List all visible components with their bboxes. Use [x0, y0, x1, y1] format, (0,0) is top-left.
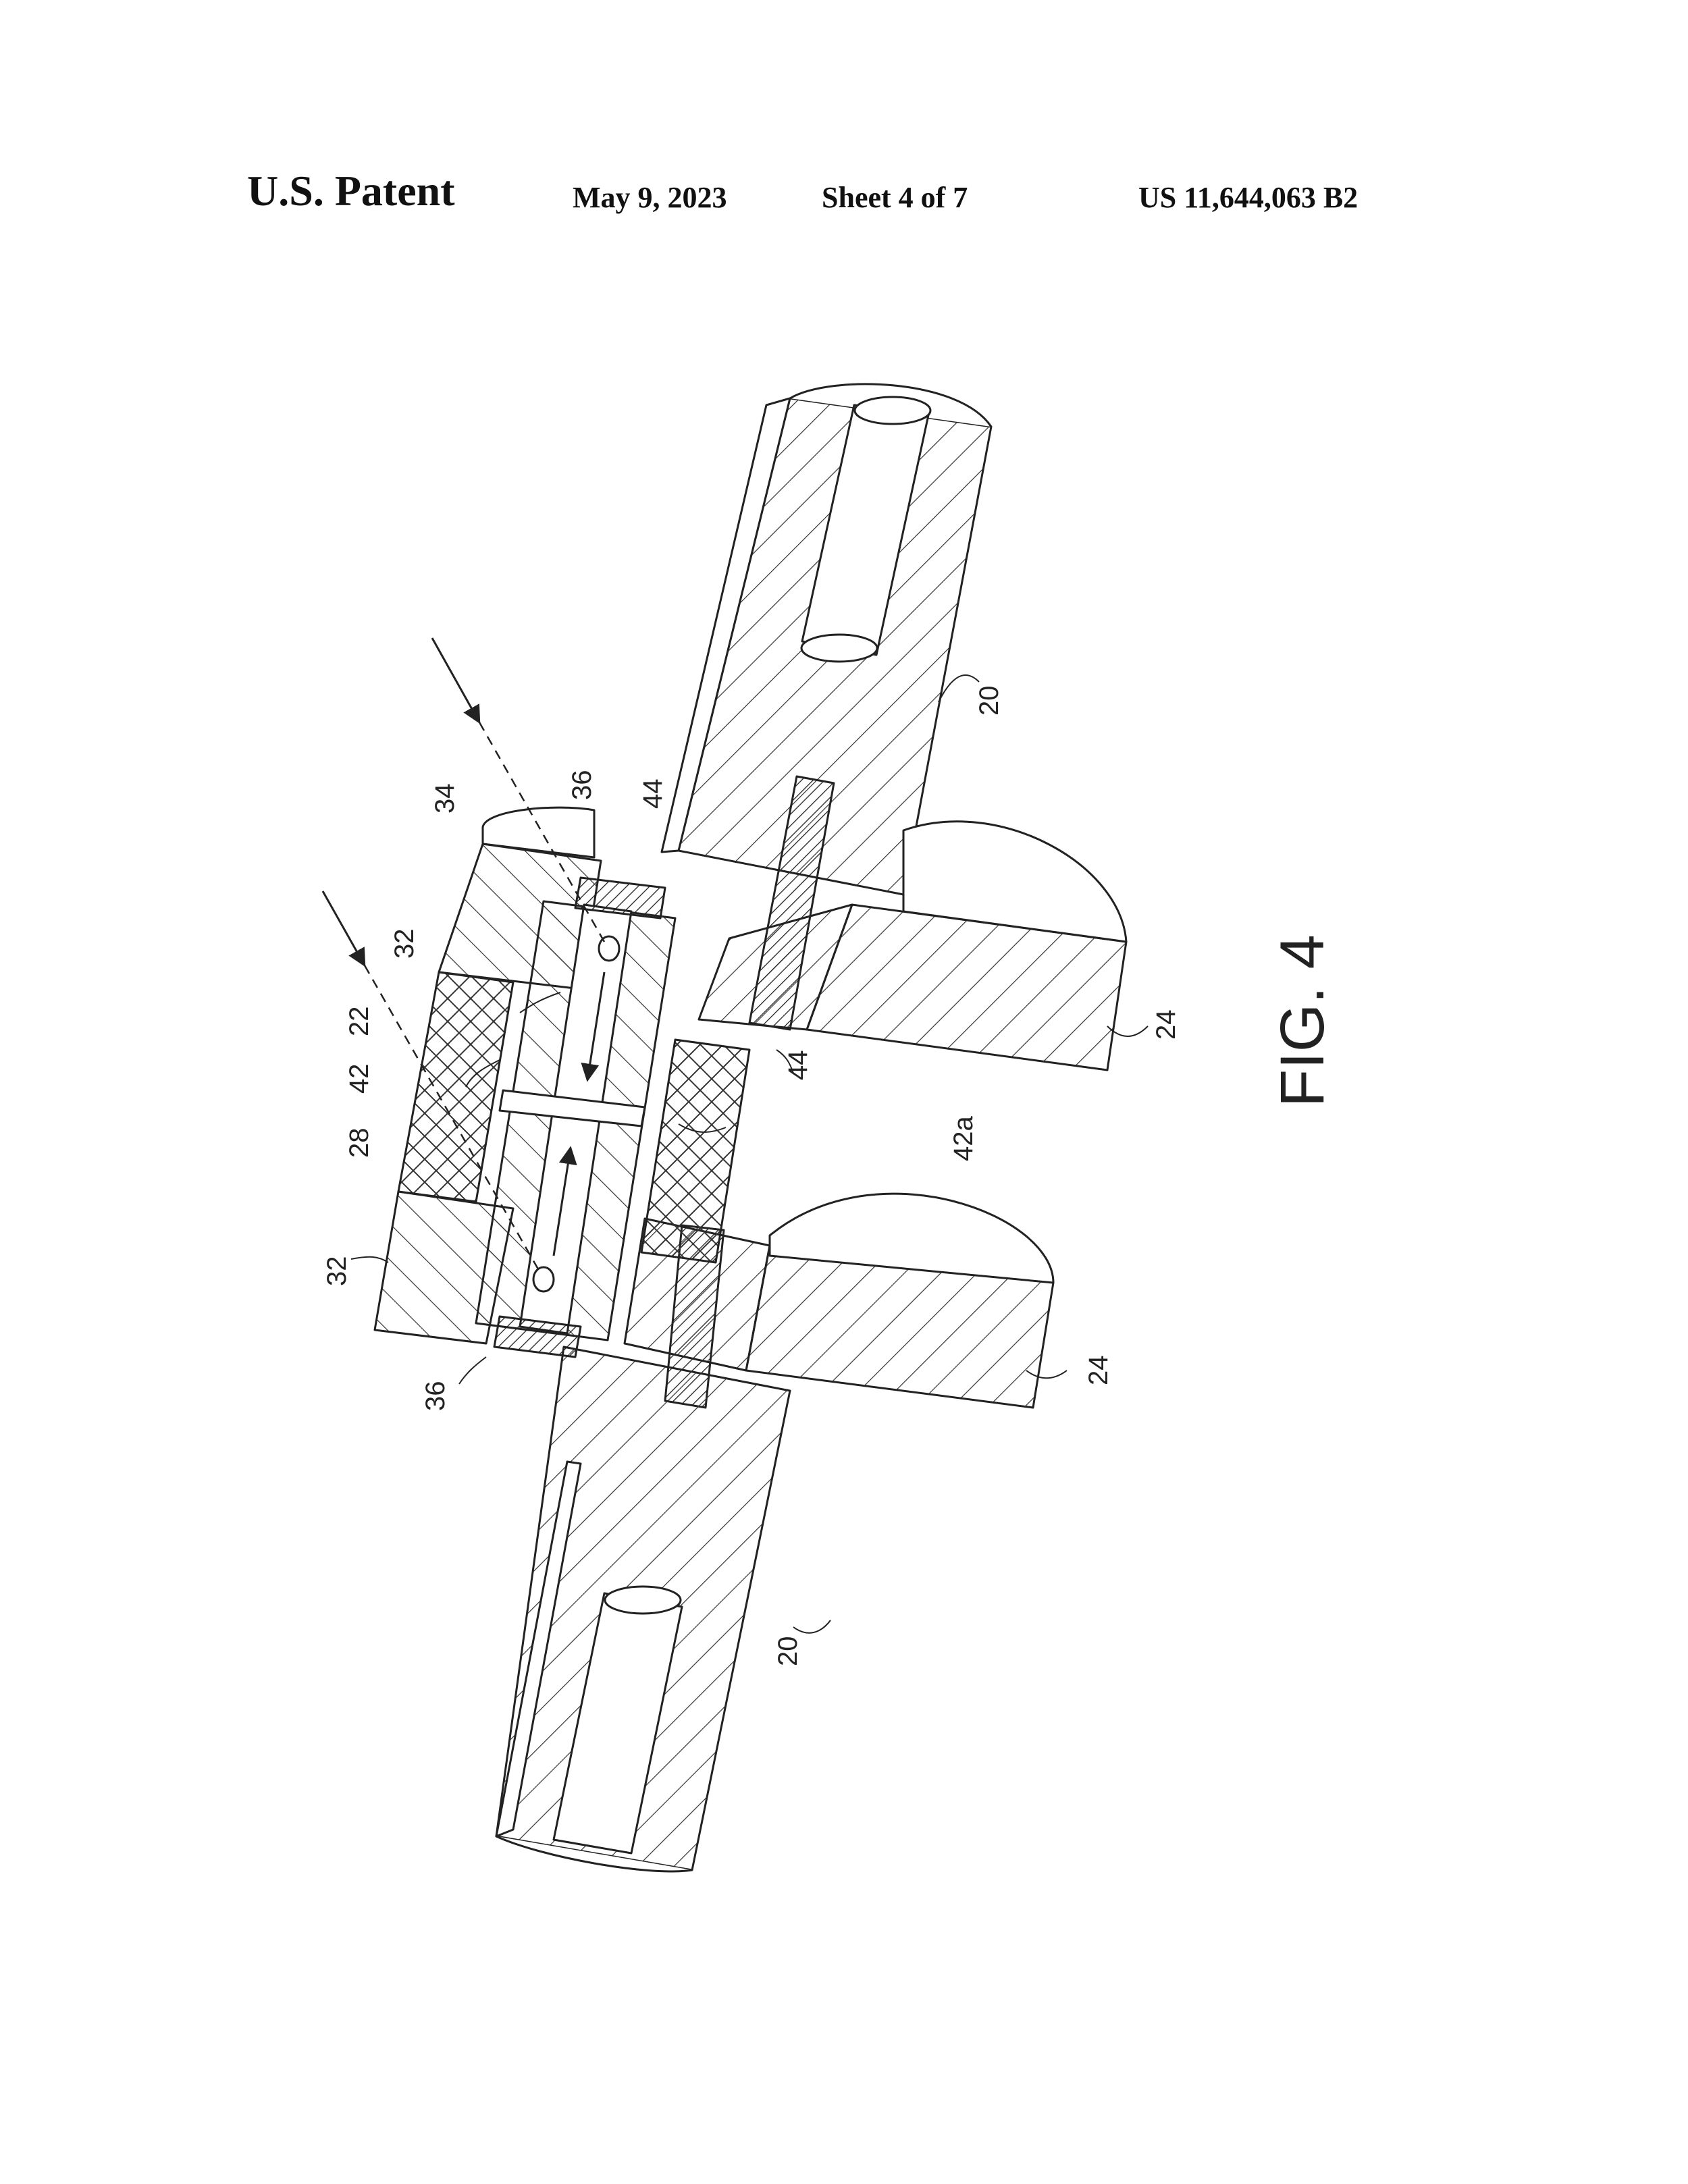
ref-20-upper: 20 — [974, 686, 1004, 716]
patent-brand: U.S. Patent — [247, 167, 455, 215]
upper-port — [598, 935, 621, 962]
ref-20-lower: 20 — [773, 1636, 803, 1667]
ref-36-lower: 36 — [421, 1381, 450, 1412]
inlet-arrow-upper — [431, 637, 481, 724]
orifice-gap — [498, 1089, 646, 1127]
ref-24-upper: 24 — [1151, 1010, 1181, 1040]
upper-flange — [697, 820, 1128, 1071]
upper-seal-strip — [748, 775, 835, 1031]
ref-32-lower: 32 — [322, 1256, 352, 1287]
ref-22: 22 — [344, 1007, 374, 1037]
flow-arrow-down — [581, 971, 606, 1082]
publication-date: May 9, 2023 — [573, 181, 727, 214]
lower-port — [532, 1266, 555, 1293]
ref-44-upper: 44 — [638, 779, 668, 809]
hub-right-block — [640, 1038, 751, 1264]
ref-24-lower: 24 — [1084, 1356, 1113, 1386]
ref-34: 34 — [430, 784, 460, 814]
hub-core — [397, 971, 515, 1203]
hub-top-face — [481, 806, 596, 859]
lower-port-seal — [493, 1315, 582, 1358]
sheet-number: Sheet 4 of 7 — [822, 181, 968, 214]
figure-label: FIG. 4 — [1268, 934, 1337, 1107]
flow-arrow-up — [552, 1146, 577, 1256]
inlet-arrow-lower — [321, 890, 366, 967]
lower-flange — [623, 1192, 1055, 1409]
lower-shaft — [495, 1346, 791, 1873]
ref-32-upper: 32 — [390, 929, 419, 959]
ref-36-upper: 36 — [567, 770, 597, 801]
page-header: U.S. Patent May 9, 2023 Sheet 4 of 7 US … — [0, 165, 1688, 226]
ref-44-lower: 44 — [783, 1050, 813, 1081]
ref-42a: 42a — [949, 1116, 978, 1161]
ref-28: 28 — [344, 1128, 374, 1158]
patent-number: US 11,644,063 B2 — [1138, 181, 1359, 214]
upper-port-seal — [574, 876, 666, 920]
ref-42: 42 — [344, 1064, 374, 1094]
